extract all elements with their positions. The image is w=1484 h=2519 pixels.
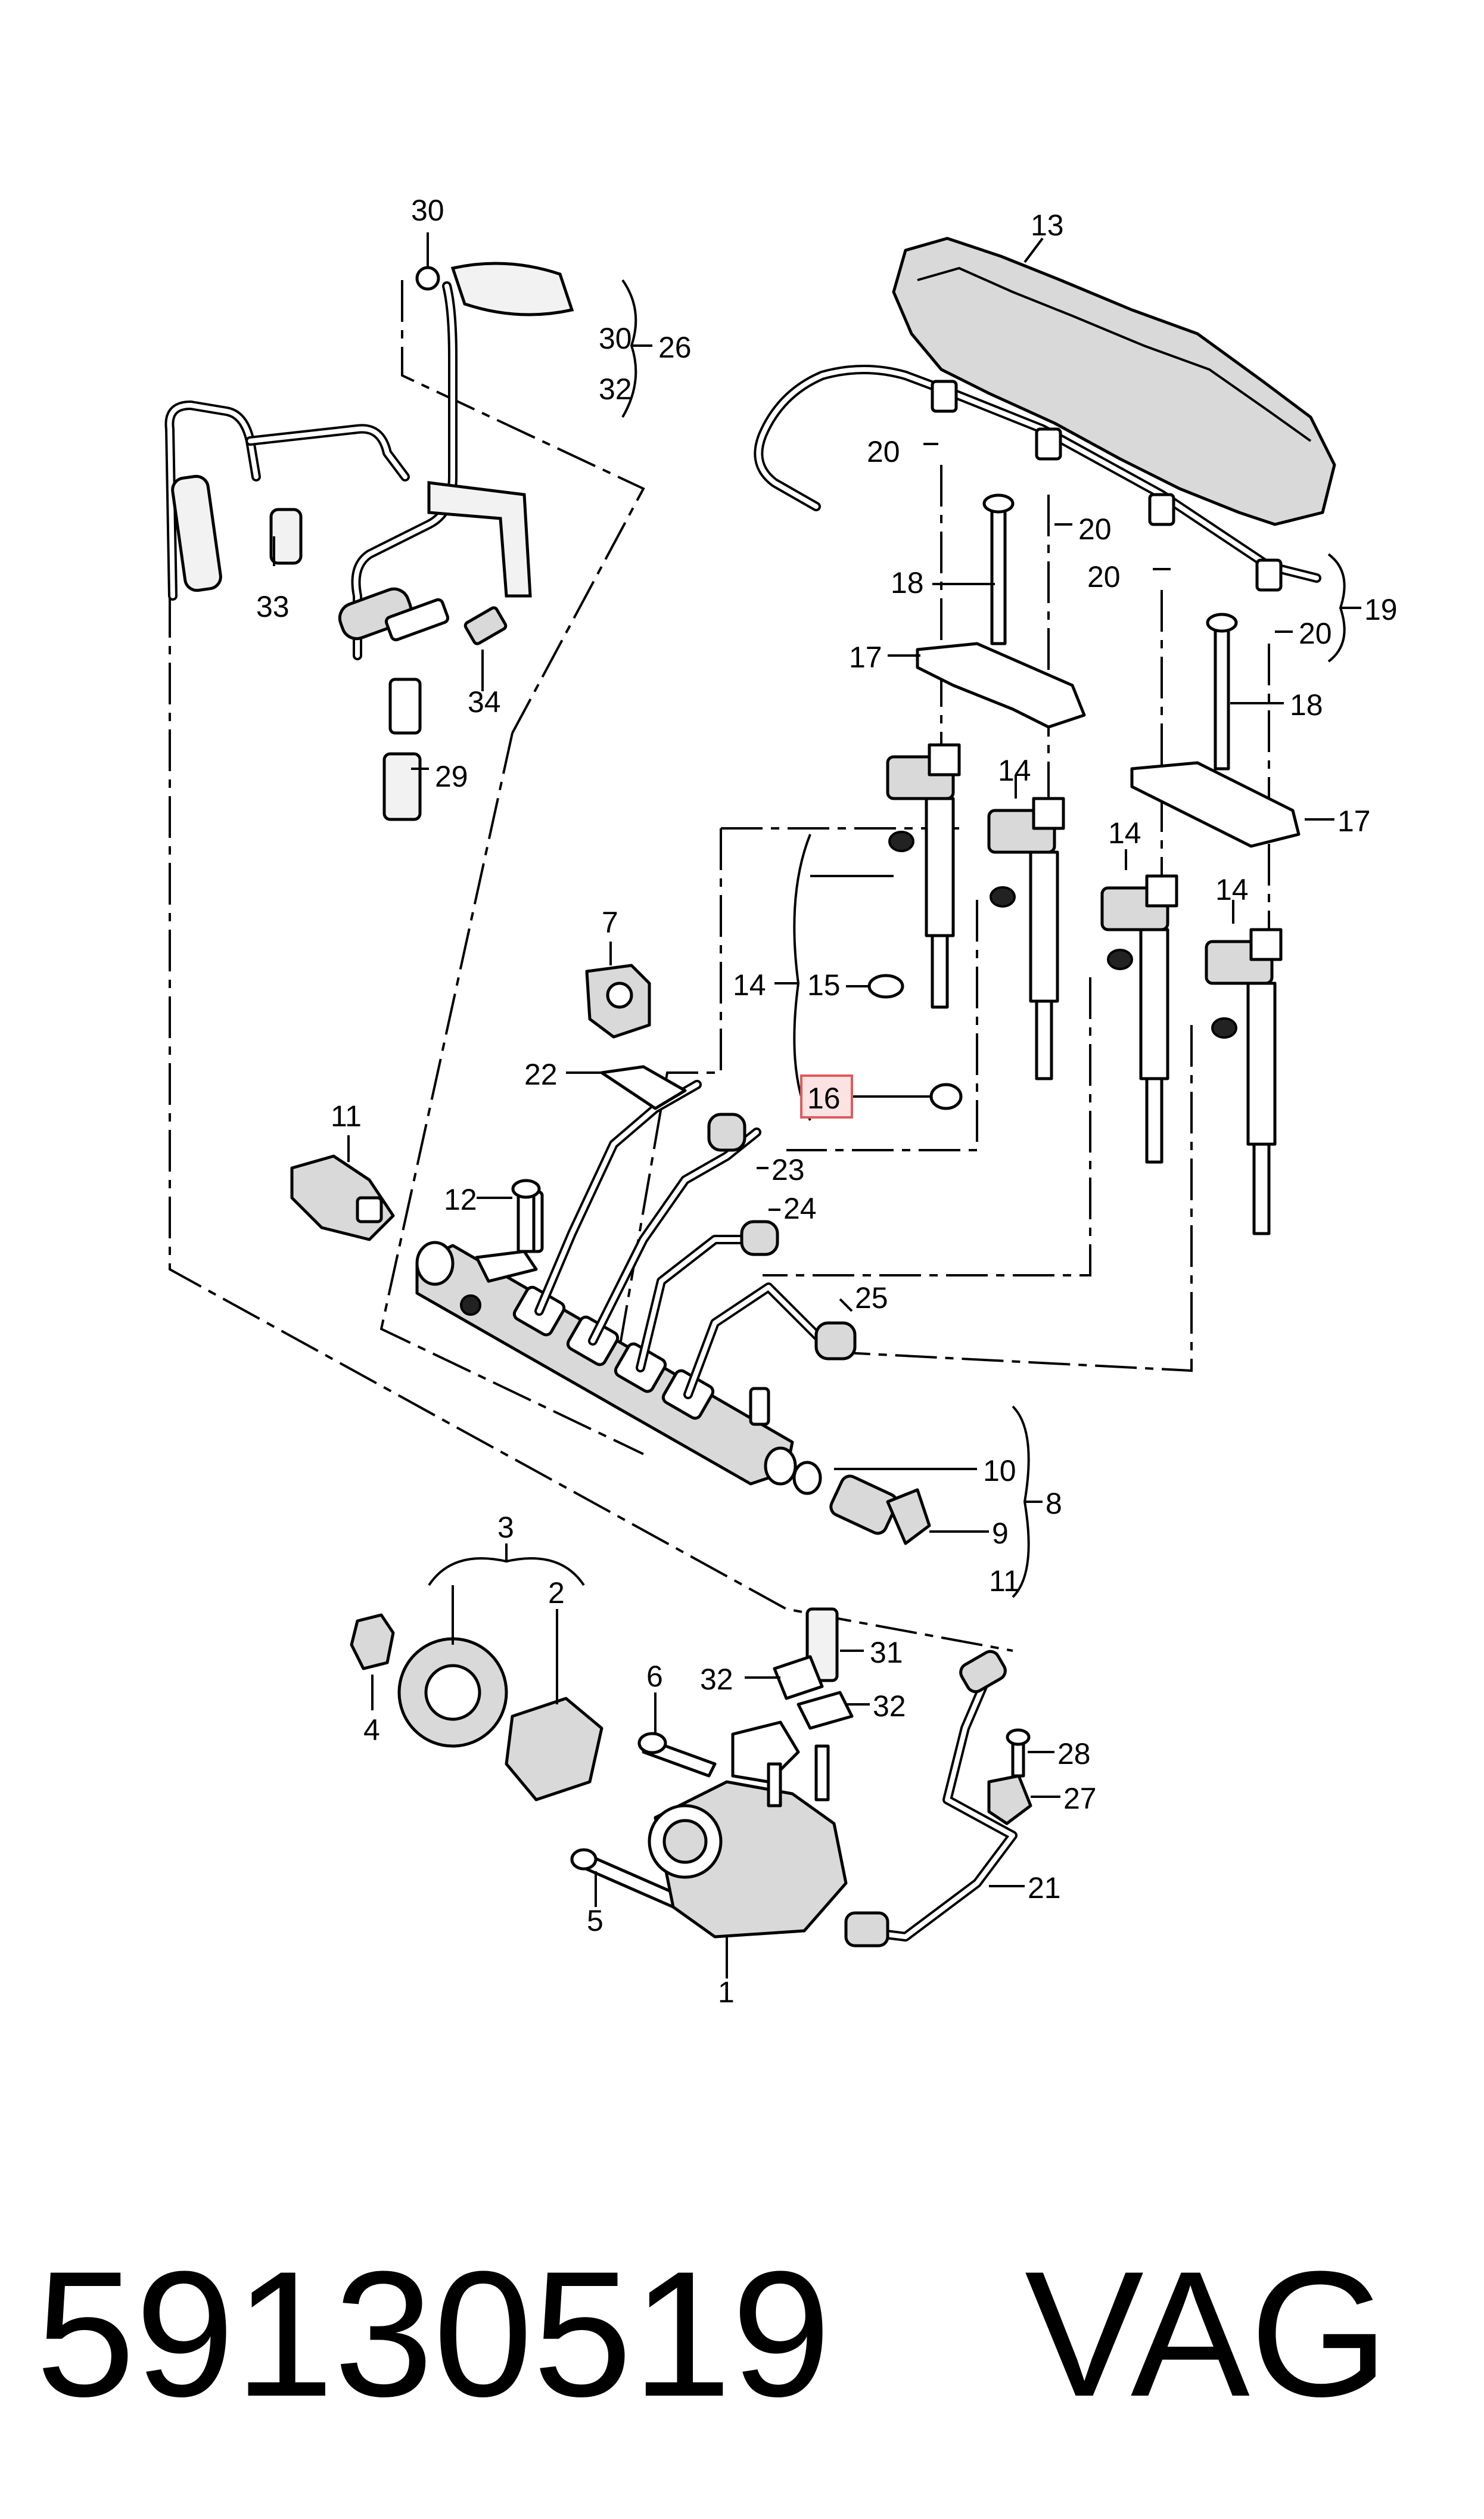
bolt-12 [511,1179,541,1253]
fuel-return-line [754,365,1321,592]
label-2: 2 [548,1576,565,1610]
label-25: 25 [855,1281,888,1315]
label-19: 19 [1364,593,1398,626]
label-6: 6 [646,1660,663,1693]
hub-2 [505,1697,603,1801]
label-14-b: 14 [1108,816,1141,850]
label-18-b: 18 [1290,688,1323,722]
label-32-top: 32 [599,372,632,406]
label-3: 3 [497,1511,514,1544]
label-11-valve: 11 [989,1564,1020,1598]
highlight-box-16 [800,1074,853,1119]
label-20-a: 20 [867,435,900,468]
vacuum-hose-assembly [164,262,574,821]
label-13: 13 [1031,209,1064,242]
label-31: 31 [870,1636,903,1669]
injector-4 [1205,928,1283,1235]
engine-cover [892,237,1336,526]
label-33: 33 [256,590,290,623]
hose-31 [773,1607,854,1730]
high-pressure-pump-1 [648,1720,848,1939]
return-pipe-21 [844,1650,1018,1948]
label-15: 15 [807,968,841,1002]
label-12: 12 [444,1183,477,1216]
label-26: 26 [658,331,692,364]
pressure-sensor-11 [290,1154,395,1241]
holder-7 [585,964,651,1039]
leader-lines [273,232,1361,1978]
bolt-28 [1006,1728,1031,1778]
sprocket-3 [397,1637,508,1748]
label-4: 4 [363,1713,380,1747]
label-17-a: 17 [849,641,882,674]
label-32-mid: 32 [700,1663,733,1696]
seal-ring-16 [929,1083,963,1110]
holder-27 [987,1774,1032,1825]
injector-1 [886,743,961,1009]
injector-2 [987,797,1065,1080]
label-18-a: 18 [891,566,924,600]
label-22: 22 [524,1058,558,1091]
label-20-c: 20 [1087,560,1121,594]
high-pressure-pipes [534,1065,857,1399]
pressure-valve-9 [792,1461,931,1545]
label-16: 16 [807,1082,841,1115]
o-ring-15 [867,974,904,999]
label-34: 34 [468,685,501,719]
label-29: 29 [435,760,468,793]
label-10: 10 [983,1454,1016,1487]
label-30-top: 30 [411,194,444,227]
label-11-sensor: 11 [331,1099,362,1133]
label-28: 28 [1057,1737,1091,1771]
label-14-c: 14 [1215,873,1249,906]
label-21: 21 [1028,1871,1061,1905]
bolt-5 [570,1848,681,1909]
label-27: 27 [1063,1782,1097,1815]
label-1: 1 [718,1976,735,2009]
label-5: 5 [587,1904,603,1937]
label-9: 9 [992,1517,1009,1550]
label-20-d: 20 [1299,617,1332,650]
injector-clamps [916,493,1301,848]
nut-4 [350,1613,395,1670]
label-23: 23 [771,1153,805,1186]
label-14-a: 14 [998,754,1031,787]
assembly-lines [169,280,1270,1652]
footer-part-number: 59130519 [36,2234,831,2434]
bolt-6 [637,1732,717,1778]
label-14-d: 14 [733,968,766,1002]
label-8: 8 [1046,1487,1062,1520]
label-30-side: 30 [599,322,632,355]
label-20-b: 20 [1078,513,1112,546]
label-7: 7 [602,906,618,939]
label-32-low: 32 [873,1689,906,1723]
part-labels: 30 30 26 32 33 34 29 13 20 20 20 20 19 1… [256,194,1398,2009]
label-17-b: 17 [1337,805,1371,838]
footer-brand: VAG [1025,2234,1389,2434]
injector-3 [1100,874,1178,1164]
label-24: 24 [783,1192,817,1225]
